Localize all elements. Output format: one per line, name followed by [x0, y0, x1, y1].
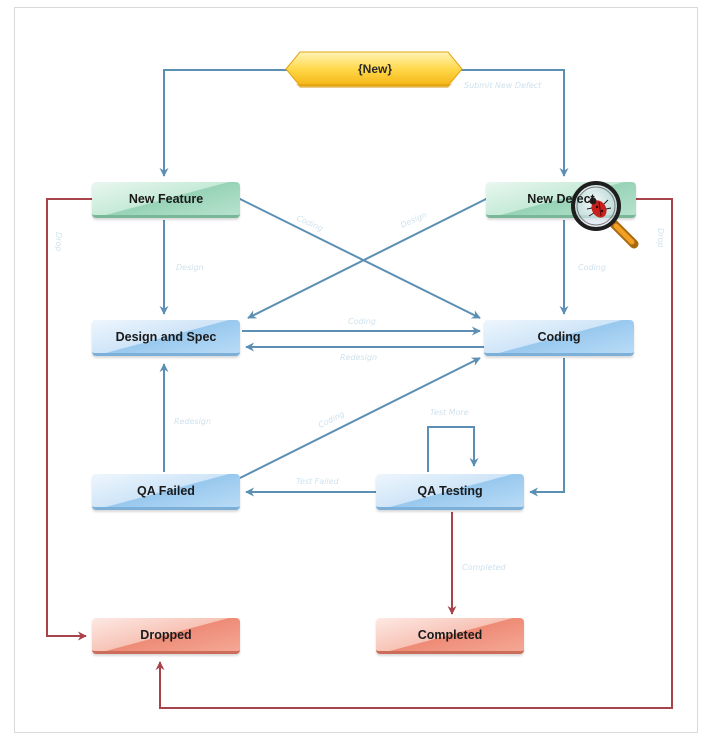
- start-node-label: {New}: [358, 62, 392, 76]
- node-qa-testing-label: QA Testing: [417, 483, 483, 498]
- node-qa-failed-label: QA Failed: [137, 483, 195, 498]
- node-design-and-spec[interactable]: Design and Spec: [92, 320, 240, 356]
- label-redesign-qa: Redesign: [174, 417, 211, 426]
- magnifier-bug-icon: [571, 181, 639, 249]
- bug-icon: [586, 197, 612, 218]
- node-completed[interactable]: Completed: [376, 618, 524, 654]
- label-completed-edge: Completed: [462, 563, 507, 572]
- node-design-and-spec-label: Design and Spec: [115, 329, 217, 344]
- node-dropped-label: Dropped: [140, 627, 192, 642]
- label-drop-left: Drop: [54, 232, 63, 251]
- node-new-defect-label: New Defect: [527, 191, 595, 206]
- edge-start-to-new-feature: [159, 69, 290, 177]
- node-qa-failed[interactable]: QA Failed: [92, 474, 240, 510]
- label-coding-ds: Coding: [348, 317, 376, 326]
- node-completed-label: Completed: [417, 627, 483, 642]
- node-coding-label: Coding: [537, 329, 581, 344]
- edge-qa-failed-to-coding: [239, 357, 481, 479]
- edge-coding-to-qa-testing: [529, 358, 565, 497]
- label-design-nf: Design: [176, 263, 204, 272]
- label-redesign-c: Redesign: [340, 353, 377, 362]
- label-submit-new-defect: Submit New Defect: [464, 81, 542, 90]
- node-new-feature[interactable]: New Feature: [92, 182, 240, 218]
- label-test-more: Test More: [430, 408, 469, 417]
- edge-new-defect-to-design: [247, 197, 489, 319]
- node-new-feature-label: New Feature: [128, 191, 204, 206]
- edge-new-defect-to-dropped: [155, 198, 673, 709]
- diagram-frame: [14, 7, 698, 733]
- node-coding[interactable]: Coding: [484, 320, 634, 356]
- node-qa-testing[interactable]: QA Testing: [376, 474, 524, 510]
- edge-start-to-new-defect: [460, 69, 569, 177]
- edge-new-feature-to-dropped: [46, 198, 92, 641]
- label-coding-nd: Coding: [578, 263, 606, 272]
- label-design-nd: Design: [399, 210, 428, 229]
- edge-new-feature-to-coding: [237, 197, 481, 319]
- label-drop-right: Drop: [656, 228, 665, 247]
- label-coding-nf: Coding: [295, 214, 324, 234]
- edge-qa-testing-self-loop: [427, 426, 479, 472]
- start-node[interactable]: {New}: [285, 51, 463, 88]
- node-dropped[interactable]: Dropped: [92, 618, 240, 654]
- label-test-failed: Test Failed: [296, 477, 340, 486]
